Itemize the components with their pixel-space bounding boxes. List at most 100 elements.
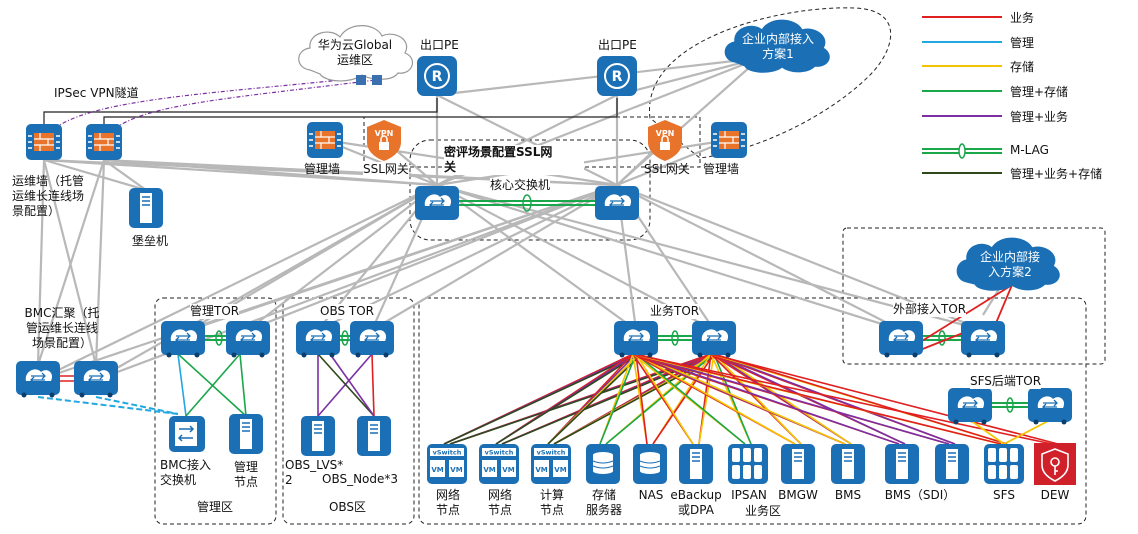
bms1-label: BMS	[834, 488, 862, 502]
mgmt-node-label: 管理 节点	[233, 460, 258, 489]
sfs-tor-right	[1028, 388, 1072, 425]
sfs-tor-label: SFS后端TOR	[970, 374, 1042, 389]
dew-icon	[1034, 443, 1076, 485]
business-link-line	[635, 353, 1002, 445]
obs-lvs-icon	[300, 415, 336, 457]
egress-pe-right-router	[596, 55, 638, 97]
core-switch-left	[414, 185, 460, 221]
business-zone	[418, 297, 1087, 525]
bmc-access-switch-icon	[169, 416, 205, 452]
legend-label: 管理+存储	[1010, 85, 1069, 99]
legend-label: 管理+业务	[1010, 110, 1069, 124]
ebackup-label: eBackup 或DPA	[670, 488, 722, 517]
biz-tor-right	[692, 321, 736, 358]
business-link-line	[716, 353, 852, 445]
nas-label: NAS	[638, 488, 664, 502]
business-link-line	[698, 353, 715, 445]
business-link-line	[713, 353, 752, 445]
business-link-line	[713, 353, 802, 445]
bastion-label: 堡垒机	[132, 234, 169, 248]
business-link-line	[635, 353, 746, 445]
legend-item: 管理+存储	[918, 82, 1128, 100]
gateway-icon	[356, 75, 366, 85]
ipsan-icon	[728, 444, 768, 484]
compute-label: 计算 节点	[539, 488, 564, 517]
pe-left-label: 出口PE	[420, 38, 459, 52]
business-link-line	[599, 353, 637, 445]
business-link-line	[713, 353, 956, 445]
business-link-line	[635, 353, 648, 445]
bmc-agg-label: BMC汇聚（托 管运维长连线 场景配置）	[24, 306, 100, 350]
bastion-host-icon	[128, 187, 164, 229]
business-link-line	[710, 353, 1059, 445]
gateway-icon	[372, 75, 382, 85]
huawei-cloud-label: 华为云Global 运维区	[317, 38, 393, 67]
mgmt-tor-left	[161, 321, 205, 358]
ext-tor-right	[961, 321, 1005, 358]
enterprise-1-zone	[649, 7, 892, 159]
obs-lvs-label: OBS_LVS* 2	[285, 458, 344, 487]
legend-label: 管理	[1010, 36, 1035, 50]
biz-zone-label: 业务区	[744, 504, 781, 518]
bms-icon	[884, 443, 920, 485]
ssl-right-label: SSL网关	[644, 162, 690, 176]
legend-swatch	[922, 172, 1002, 174]
business-link-line	[635, 353, 950, 445]
storage-server-icon	[585, 443, 621, 485]
business-link-line	[638, 353, 846, 445]
mgmt-zone-label: 管理区	[196, 500, 233, 514]
enterprise-2-cloud-shape	[956, 237, 1060, 291]
legend-swatch	[922, 65, 1002, 67]
network-node-icon	[479, 444, 519, 484]
ssl-gateway-left-icon	[366, 119, 402, 162]
mgmt-wall-right-icon	[710, 121, 748, 159]
ssl-scene-label: 密评场景配置SSL网 关	[444, 145, 584, 175]
external-access-zone	[842, 227, 1106, 365]
enterprise-1-label: 企业内部接入 方案1	[741, 32, 814, 61]
core-switch-zone	[409, 139, 651, 241]
mgmt-wall-left-label: 管理墙	[304, 162, 341, 176]
mgmt-tor-label: 管理TOR	[190, 304, 240, 319]
mgmt-tor-right	[226, 321, 270, 358]
sfs-tor-left	[948, 388, 992, 425]
legend-swatch	[922, 41, 1002, 43]
enterprise-2-label: 企业内部接 入方案2	[979, 250, 1040, 279]
legend-label: 存储	[1010, 60, 1035, 74]
ext-tor-label: 外部接入TOR	[893, 302, 967, 317]
obs-node-icon	[356, 415, 392, 457]
dew-label: DEW	[1040, 488, 1070, 502]
storage_server-label: 存储 服务器	[585, 488, 622, 517]
legend-swatch	[922, 90, 1002, 92]
ssl-gateway-right-icon	[647, 119, 683, 162]
obs-tor-label: OBS TOR	[320, 304, 375, 319]
bms-icon	[830, 443, 866, 485]
network1-label: 网络 节点	[435, 488, 460, 517]
legend-item: 管理	[918, 33, 1128, 51]
mgmt-wall-left-icon	[306, 121, 344, 159]
business-link-line	[713, 353, 906, 445]
legend-swatch	[922, 16, 1002, 18]
ebackup-icon	[678, 443, 714, 485]
business-link-line	[635, 353, 796, 445]
legend-item: 业务	[918, 8, 1128, 26]
enterprise-1-cloud-shape	[724, 19, 830, 73]
mgmt-node-icon	[228, 413, 264, 455]
biz-tor-left	[614, 321, 658, 358]
nas-icon	[632, 443, 668, 485]
ipsan-label: IPSAN	[731, 488, 767, 502]
sfs-label: SFS	[993, 488, 1015, 502]
business-link-line	[713, 353, 1008, 445]
legend-label: M-LAG	[1010, 143, 1049, 157]
business-link-line	[443, 353, 640, 445]
bmc-agg-switch-right	[74, 361, 118, 398]
bms2-label: BMS（SDI）	[884, 488, 956, 502]
egress-pe-left-router	[416, 55, 458, 97]
compute-node-icon	[531, 444, 571, 484]
legend-swatch	[922, 115, 1002, 117]
pe-right-label: 出口PE	[598, 38, 637, 52]
legend-swatch	[920, 142, 1004, 164]
legend-item: 存储	[918, 57, 1128, 75]
obs-zone-label: OBS区	[328, 500, 367, 514]
network2-label: 网络 节点	[487, 488, 512, 517]
